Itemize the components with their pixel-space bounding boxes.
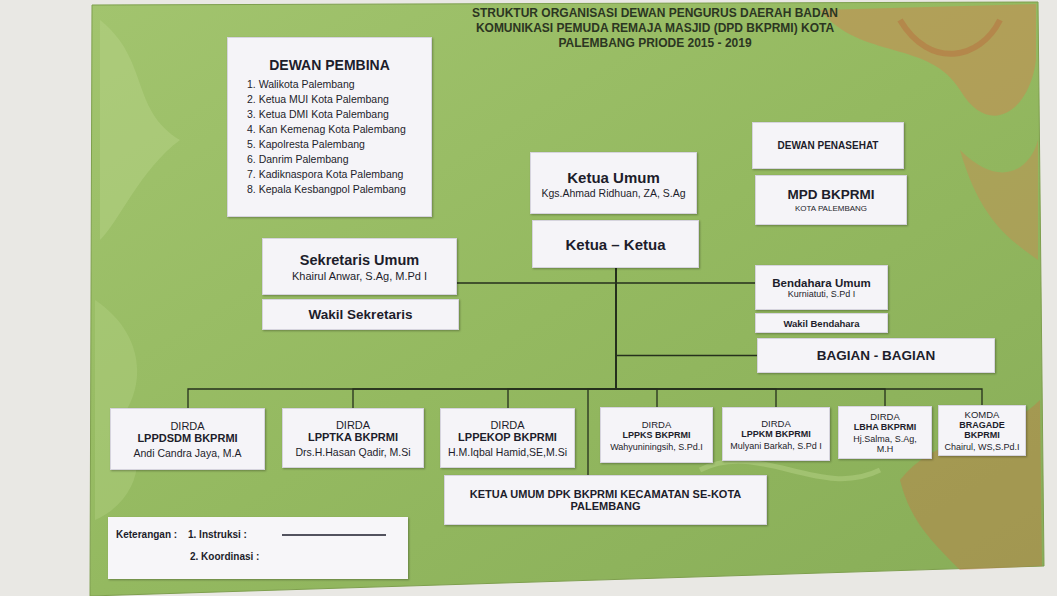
legend-sample	[280, 553, 390, 563]
chart-title: STRUKTUR ORGANISASI DEWAN PENGURUS DAERA…	[440, 6, 870, 51]
division-box: DIRDALBHA BKPRMI Hj.Salma, S.Ag, M.H	[838, 406, 932, 459]
node-text: Hj.Salma, S.Ag, M.H	[844, 434, 926, 454]
node-text: 6. Danrim Palembang	[233, 152, 426, 167]
node-text: BAGIAN - BAGIAN	[763, 348, 989, 363]
legend-heading: Keterangan :	[116, 529, 177, 540]
node-text: Bendahara Umum	[761, 277, 882, 289]
node-text: 1. Walikota Palembang	[233, 77, 426, 92]
org-connector	[616, 268, 755, 283]
node-text: DEWAN PENASEHAT	[758, 140, 898, 151]
district-chairs-box: KETUA UMUM DPK BKPRMI KECAMATAN SE-KOTA …	[444, 475, 767, 525]
node-text: MPD BKPRMI	[761, 187, 901, 202]
division-box: DIRDALPPTKA BKPRMI Drs.H.Hasan Qadir, M.S…	[282, 408, 424, 468]
board-ground	[90, 2, 1044, 596]
node-text: LPPKS BKPRMI	[606, 430, 707, 440]
node-text: LPPDSDM BKPRMI	[116, 432, 259, 444]
node-text: BRAGADE BKPRMI	[942, 420, 1022, 440]
org-connector	[616, 268, 885, 406]
sections-box: BAGIAN - BAGIAN	[757, 338, 995, 373]
node-text: Kgs.Ahmad Ridhuan, ZA, S.Ag	[536, 187, 691, 199]
node-text: DIRDA	[116, 420, 259, 432]
division-box: DIRDALPPKM BKPRMI Mulyani Barkah, S.Pd I	[722, 407, 830, 461]
node-text: Andi Candra Jaya, M.A	[116, 447, 259, 459]
node-text: Khairul Anwar, S.Ag, M.Pd I	[268, 270, 451, 282]
node-text: 8. Kepala Kesbangpol Palembang	[233, 182, 426, 197]
advisory-box: DEWAN PENASEHAT	[752, 122, 904, 169]
legend-text: 2. Koordinasi :	[190, 551, 259, 562]
node-text: LBHA BKPRMI	[844, 422, 926, 432]
legend-sample	[280, 531, 390, 541]
node-text: 4. Kan Kemenag Kota Palembang	[233, 122, 426, 137]
treasurer-box: Bendahara UmumKurniatuti, S.Pd I	[755, 265, 888, 310]
node-text: LPPEKOP BKPRMI	[446, 431, 569, 443]
node-text: KOMDA	[942, 409, 1022, 420]
node-text: 3. Ketua DMI Kota Palembang	[233, 107, 426, 122]
node-text: Wakil Bendahara	[760, 318, 883, 329]
node-text: Ketua Umum	[536, 168, 691, 187]
node-text: Drs.H.Hasan Qadir, M.Si	[288, 446, 418, 458]
org-connector	[616, 268, 982, 405]
org-connector	[457, 268, 616, 283]
node-text: Kurniatuti, S.Pd I	[761, 289, 882, 299]
division-box: DIRDALPPKS BKPRMI Wahyuniningsih, S.Pd.I	[600, 407, 713, 463]
node-text: DIRDA	[728, 418, 824, 429]
node-text: Mulyani Barkah, S.Pd I	[728, 441, 824, 451]
division-box: DIRDALPPEKOP BKPRMI H.M.Iqbal Hamid,SE,M.…	[440, 408, 575, 468]
instruction-line	[282, 534, 386, 536]
org-connector	[616, 268, 776, 407]
board-of-patrons-box: DEWAN PEMBINA 1. Walikota Palembang2. Ket…	[227, 37, 432, 217]
org-connector	[508, 268, 616, 408]
chairman-box: Ketua UmumKgs.Ahmad Ridhuan, ZA, S.Ag	[530, 152, 697, 214]
org-connector	[616, 268, 657, 407]
node-text: 5. Kapolresta Palembang	[233, 137, 426, 152]
node-text: Sekretaris Umum	[268, 251, 451, 270]
org-connector	[616, 268, 757, 356]
node-text: LPPTKA BKPRMI	[288, 431, 418, 443]
node-text: DIRDA	[288, 419, 418, 431]
mpd-box: MPD BKPRMI KOTA PALEMBANG	[755, 175, 907, 225]
secretary-box: Sekretaris UmumKhairul Anwar, S.Ag, M.Pd…	[262, 238, 457, 295]
ornament	[960, 140, 1038, 260]
command-box: KOMDABRAGADE BKPRMI Chairul, WS,S.Pd.I	[938, 405, 1026, 456]
division-box: DIRDALPPDSDM BKPRMI Andi Candra Jaya, M.A	[110, 408, 265, 470]
vice-treasurer-box: Wakil Bendahara	[755, 313, 888, 333]
node-text: Ketua – Ketua	[538, 236, 693, 253]
node-text: 7. Kadiknaspora Kota Palembang	[233, 167, 426, 182]
legend-text: 1. Instruksi :	[188, 529, 247, 540]
node-text: KETUA UMUM DPK BKPRMI KECAMATAN SE-KOTA …	[450, 488, 761, 512]
node-text: DIRDA	[446, 419, 569, 431]
node-text: Chairul, WS,S.Pd.I	[942, 442, 1022, 452]
node-text: DIRDA	[606, 419, 707, 430]
node-text: DIRDA	[844, 411, 926, 422]
node-text: Wahyuniningsih, S.Pd.I	[606, 442, 707, 452]
node-text: Wakil Sekretaris	[268, 307, 453, 322]
ornament	[820, 4, 1036, 116]
node-text: H.M.Iqbal Hamid,SE,M.Si	[446, 446, 569, 458]
vice-chairs-box: Ketua – Ketua	[532, 220, 699, 268]
ornament	[100, 20, 180, 240]
node-text: 2. Ketua MUI Kota Palembang	[233, 92, 426, 107]
ornament	[900, 20, 1000, 54]
node-text: DEWAN PEMBINA	[233, 57, 426, 73]
legend-panel: Keterangan : 1. Instruksi : 2. Koordinasi …	[108, 517, 408, 579]
node-text: KOTA PALEMBANG	[761, 204, 901, 213]
node-text: LPPKM BKPRMI	[728, 429, 824, 439]
vice-secretary-box: Wakil Sekretaris	[262, 299, 459, 330]
